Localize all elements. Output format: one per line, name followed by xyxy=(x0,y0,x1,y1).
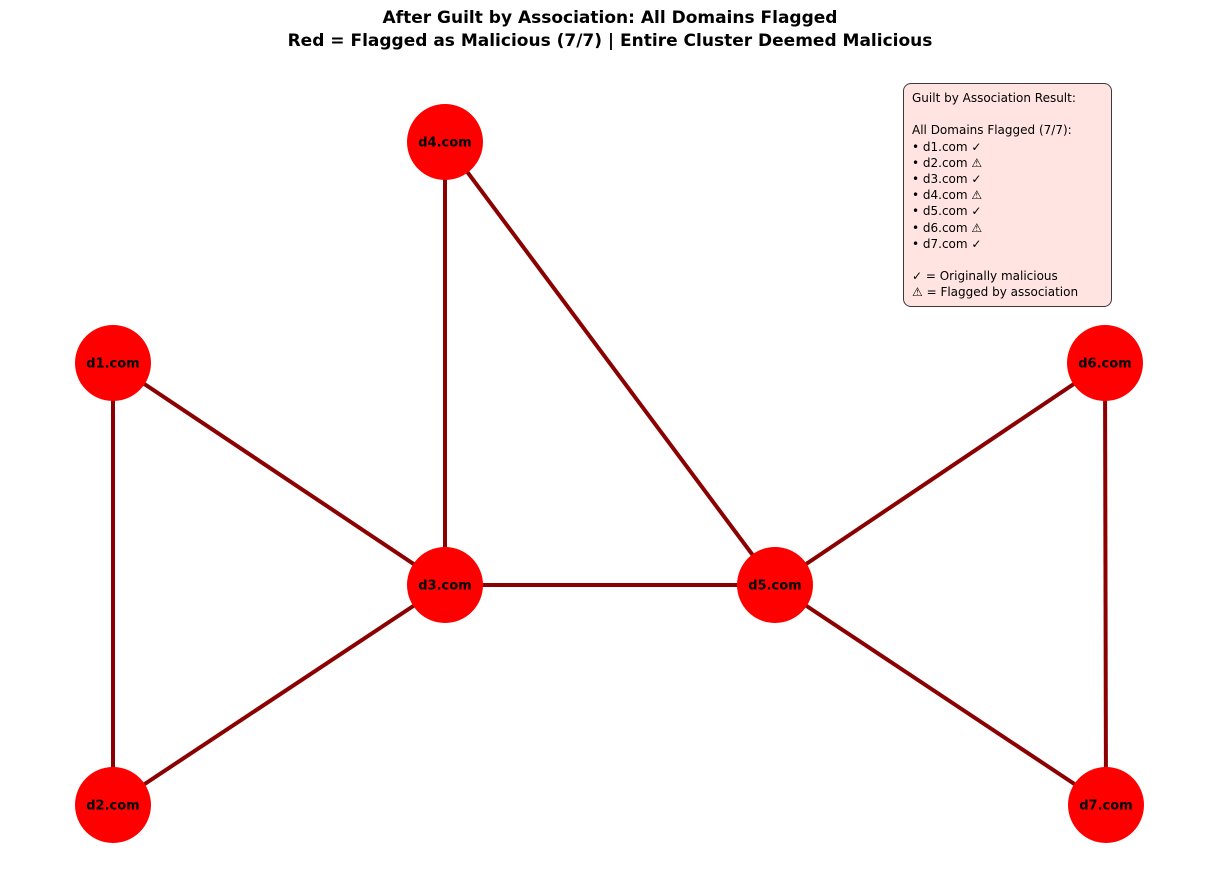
legend-line-7: • d5.com ✓ xyxy=(912,204,982,219)
node-label-d4: d4.com xyxy=(418,136,471,151)
legend-line-2: All Domains Flagged (7/7): xyxy=(912,123,1072,138)
legend-line-8: • d6.com ⚠ xyxy=(912,220,983,235)
legend-line-11: ✓ = Originally malicious xyxy=(912,269,1058,284)
node-d1 xyxy=(75,325,151,401)
node-d3 xyxy=(407,547,483,623)
chart-title: After Guilt by Association: All Domains … xyxy=(382,8,838,28)
edge-d4-d5 xyxy=(443,140,777,587)
edge-d5-d6 xyxy=(773,361,1107,587)
node-label-d7: d7.com xyxy=(1079,799,1132,814)
node-label-d5: d5.com xyxy=(748,579,801,594)
node-label-d3: d3.com xyxy=(418,579,471,594)
edge-d1-d3 xyxy=(111,361,447,587)
edge-d5-d7 xyxy=(773,583,1108,807)
edge-d2-d3 xyxy=(111,583,447,807)
legend-line-0: Guilt by Association Result: xyxy=(912,91,1076,105)
node-label-d1: d1.com xyxy=(86,357,139,372)
node-d4 xyxy=(407,104,483,180)
legend-spacer xyxy=(912,252,1103,268)
legend-spacer xyxy=(912,106,1103,122)
legend-box: Guilt by Association Result: All Domains… xyxy=(903,83,1112,307)
node-d5 xyxy=(737,547,813,623)
chart-subtitle: Red = Flagged as Malicious (7/7) | Entir… xyxy=(287,31,933,51)
legend-line-5: • d3.com ✓ xyxy=(912,172,982,187)
legend-line-12: ⚠ = Flagged by association xyxy=(912,285,1079,300)
legend-line-3: • d1.com ✓ xyxy=(912,139,982,154)
node-d2 xyxy=(75,767,151,843)
edge-d6-d7 xyxy=(1103,362,1108,806)
legend-line-4: • d2.com ⚠ xyxy=(912,155,983,170)
node-d6 xyxy=(1067,325,1143,401)
node-d7 xyxy=(1068,767,1144,843)
node-label-d6: d6.com xyxy=(1078,357,1131,372)
chart-title-block: After Guilt by Association: All Domains … xyxy=(0,7,1220,53)
legend-line-6: • d4.com ⚠ xyxy=(912,188,983,203)
node-label-d2: d2.com xyxy=(86,799,139,814)
legend-line-9: • d7.com ✓ xyxy=(912,236,982,251)
